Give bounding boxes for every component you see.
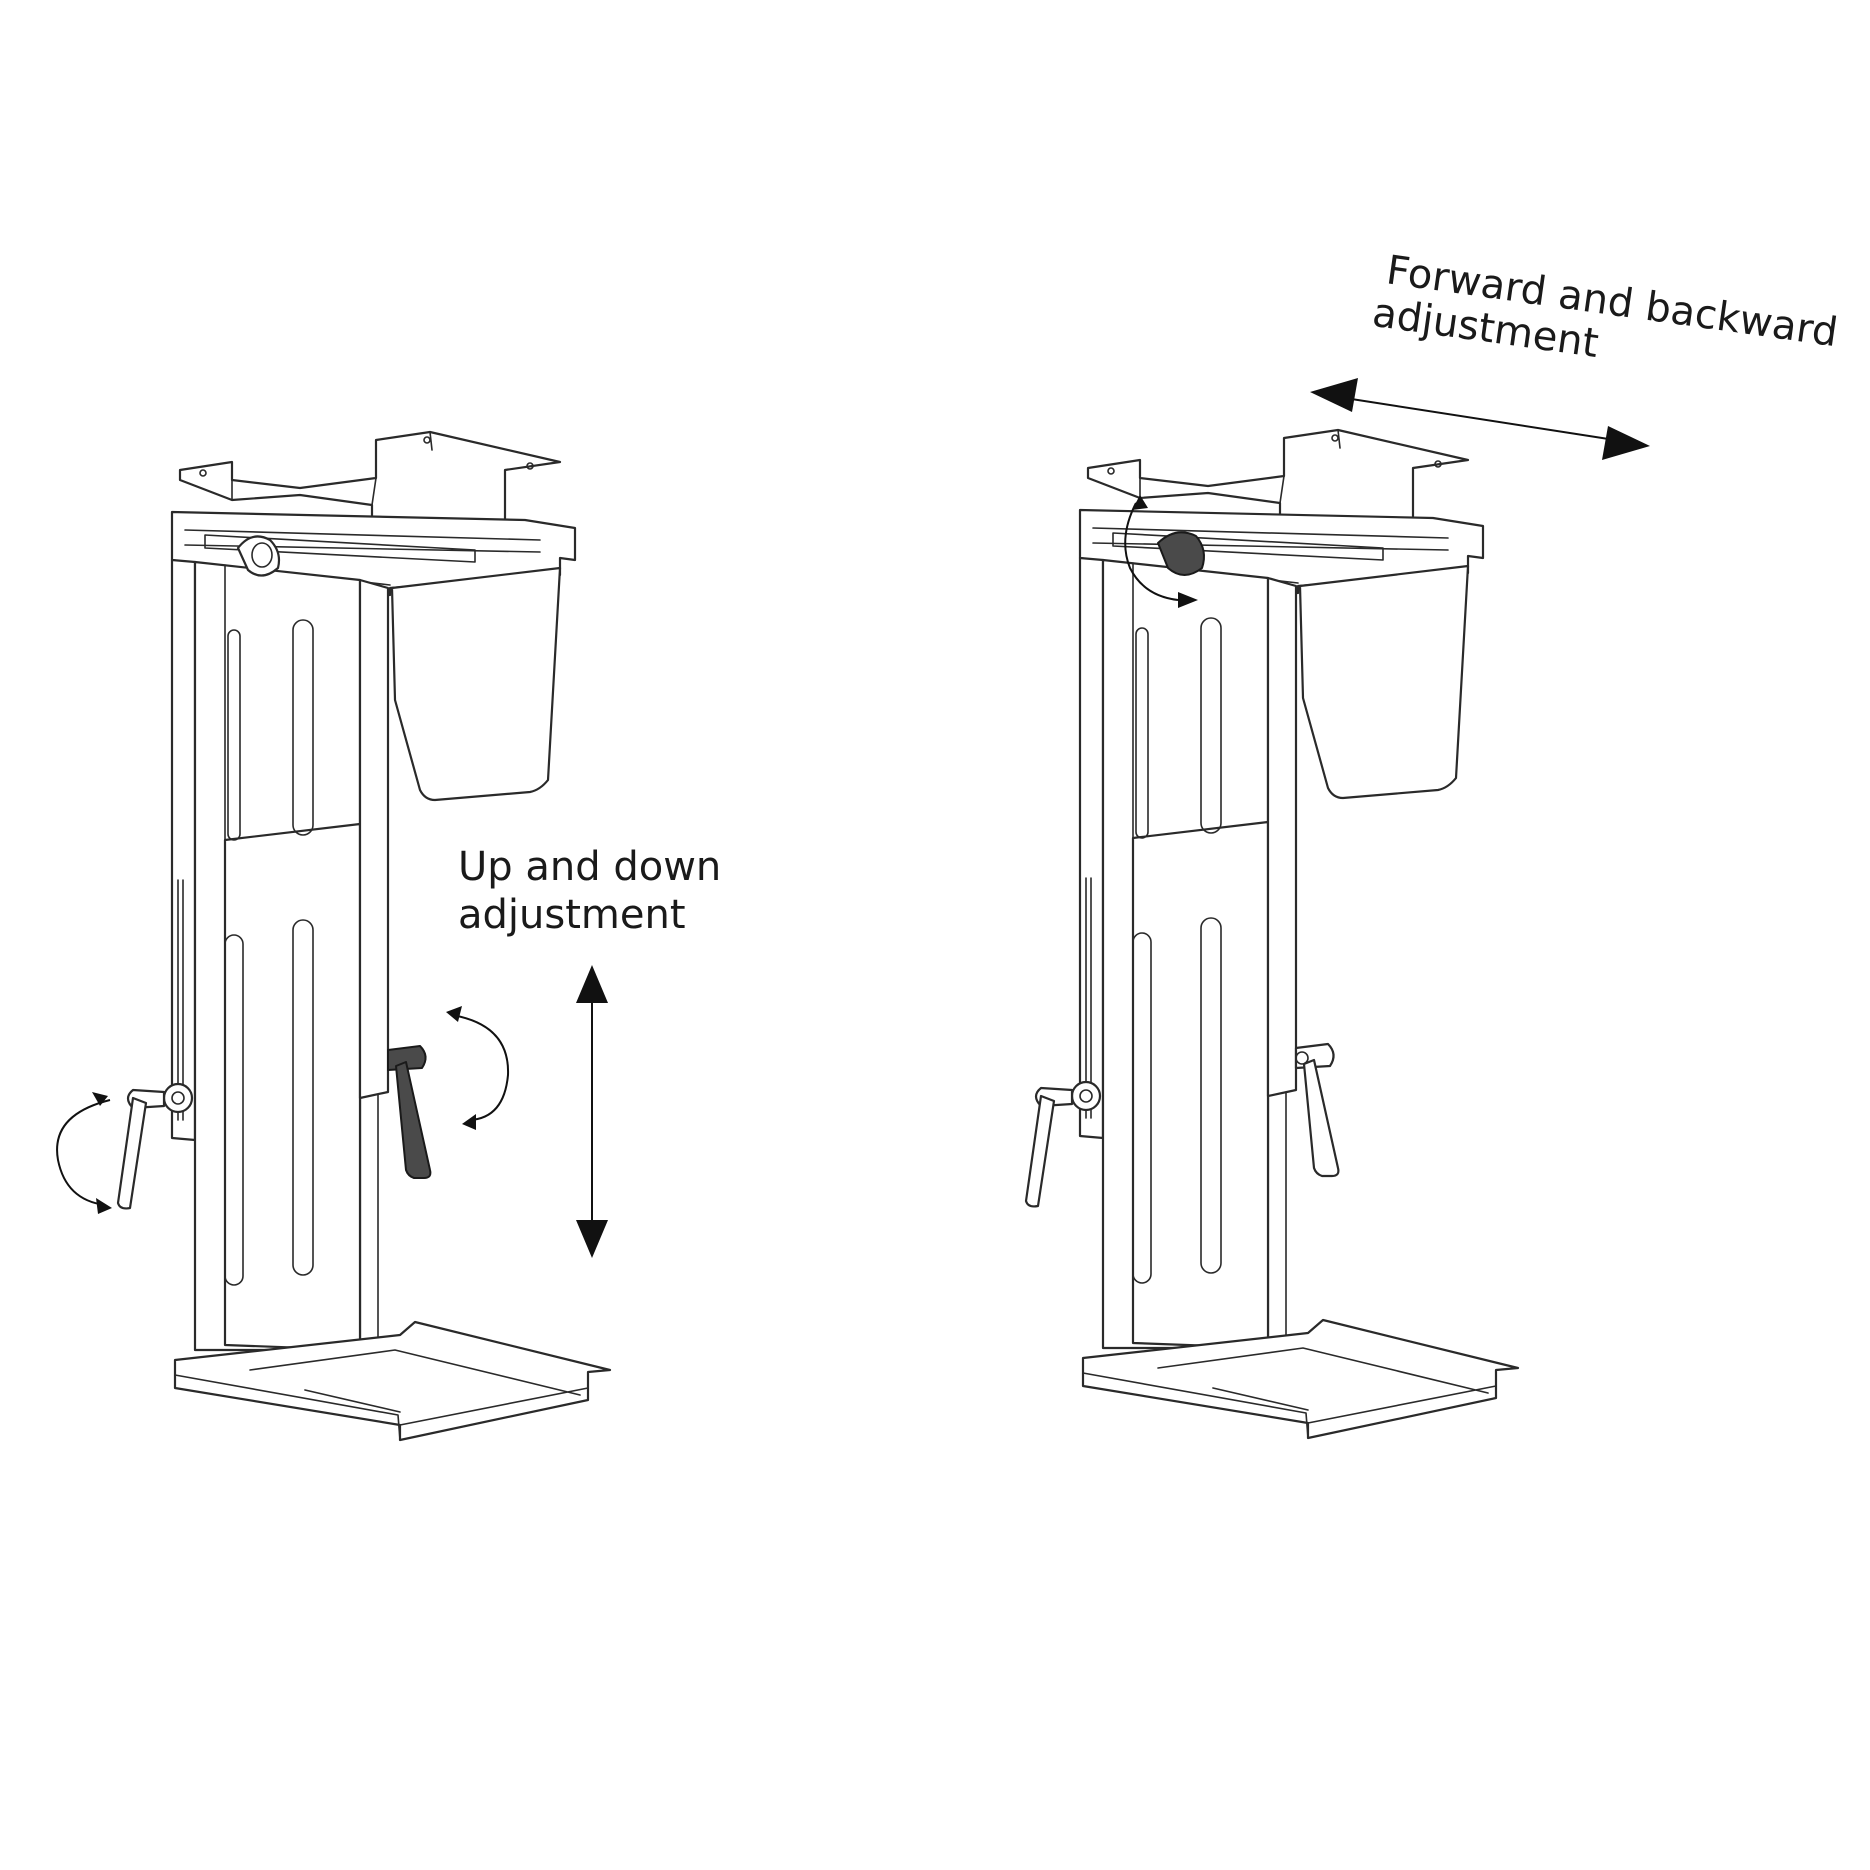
lever-handle-dark [387, 1045, 432, 1179]
up-down-label-line2: adjustment [458, 892, 686, 938]
lever-handle-left [116, 1082, 194, 1210]
forward-backward-arrow [1310, 378, 1650, 460]
rotation-arrow-left [56, 1092, 112, 1214]
wing-knob-dark [1157, 531, 1205, 576]
rotation-arrow-knob [1124, 495, 1198, 608]
up-down-label-line1: Up and down [458, 844, 721, 890]
cpu-holder-left [56, 430, 612, 1442]
lever-handle-right-holder-left [1024, 1080, 1102, 1208]
up-down-label: Up and down adjustment [458, 844, 721, 938]
rotation-arrow-right [446, 1006, 510, 1130]
up-down-arrow [576, 965, 608, 1258]
forward-backward-label: Forward and backward adjustment [1370, 247, 1841, 367]
lever-handle-right-holder-right [1294, 1042, 1340, 1178]
wing-knob-left [236, 535, 281, 577]
cpu-holder-right [1024, 428, 1520, 1440]
